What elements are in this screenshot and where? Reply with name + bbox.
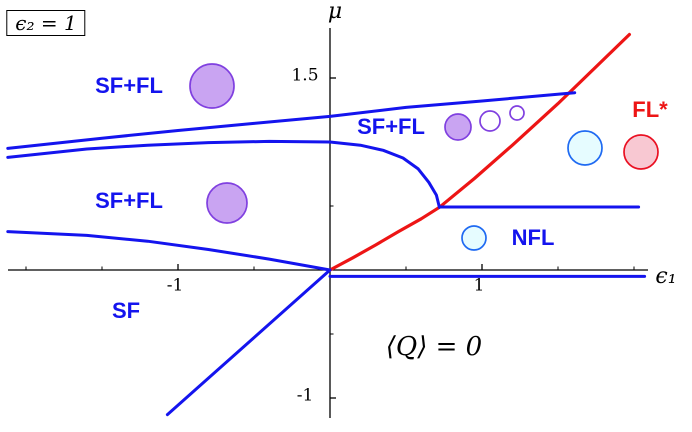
lower-wedge-boundary-curve xyxy=(6,139,441,209)
droplet-flstar-red xyxy=(623,134,659,170)
sf-diagonal-boundary-curve xyxy=(165,268,332,417)
droplet-nfl xyxy=(461,225,487,251)
droplet-flstar-cyan xyxy=(567,130,603,166)
sf-sffl-boundary-curve xyxy=(6,230,332,272)
droplet-sffl-upper-left xyxy=(189,63,235,109)
droplet-wedge-small xyxy=(509,105,525,121)
upper-wedge-boundary-curve xyxy=(6,91,577,150)
droplet-sffl-lower-left xyxy=(206,182,248,224)
droplet-wedge-large xyxy=(444,113,472,141)
droplet-wedge-medium xyxy=(479,110,501,132)
fl-star-phase-boundary-curve xyxy=(328,32,632,272)
